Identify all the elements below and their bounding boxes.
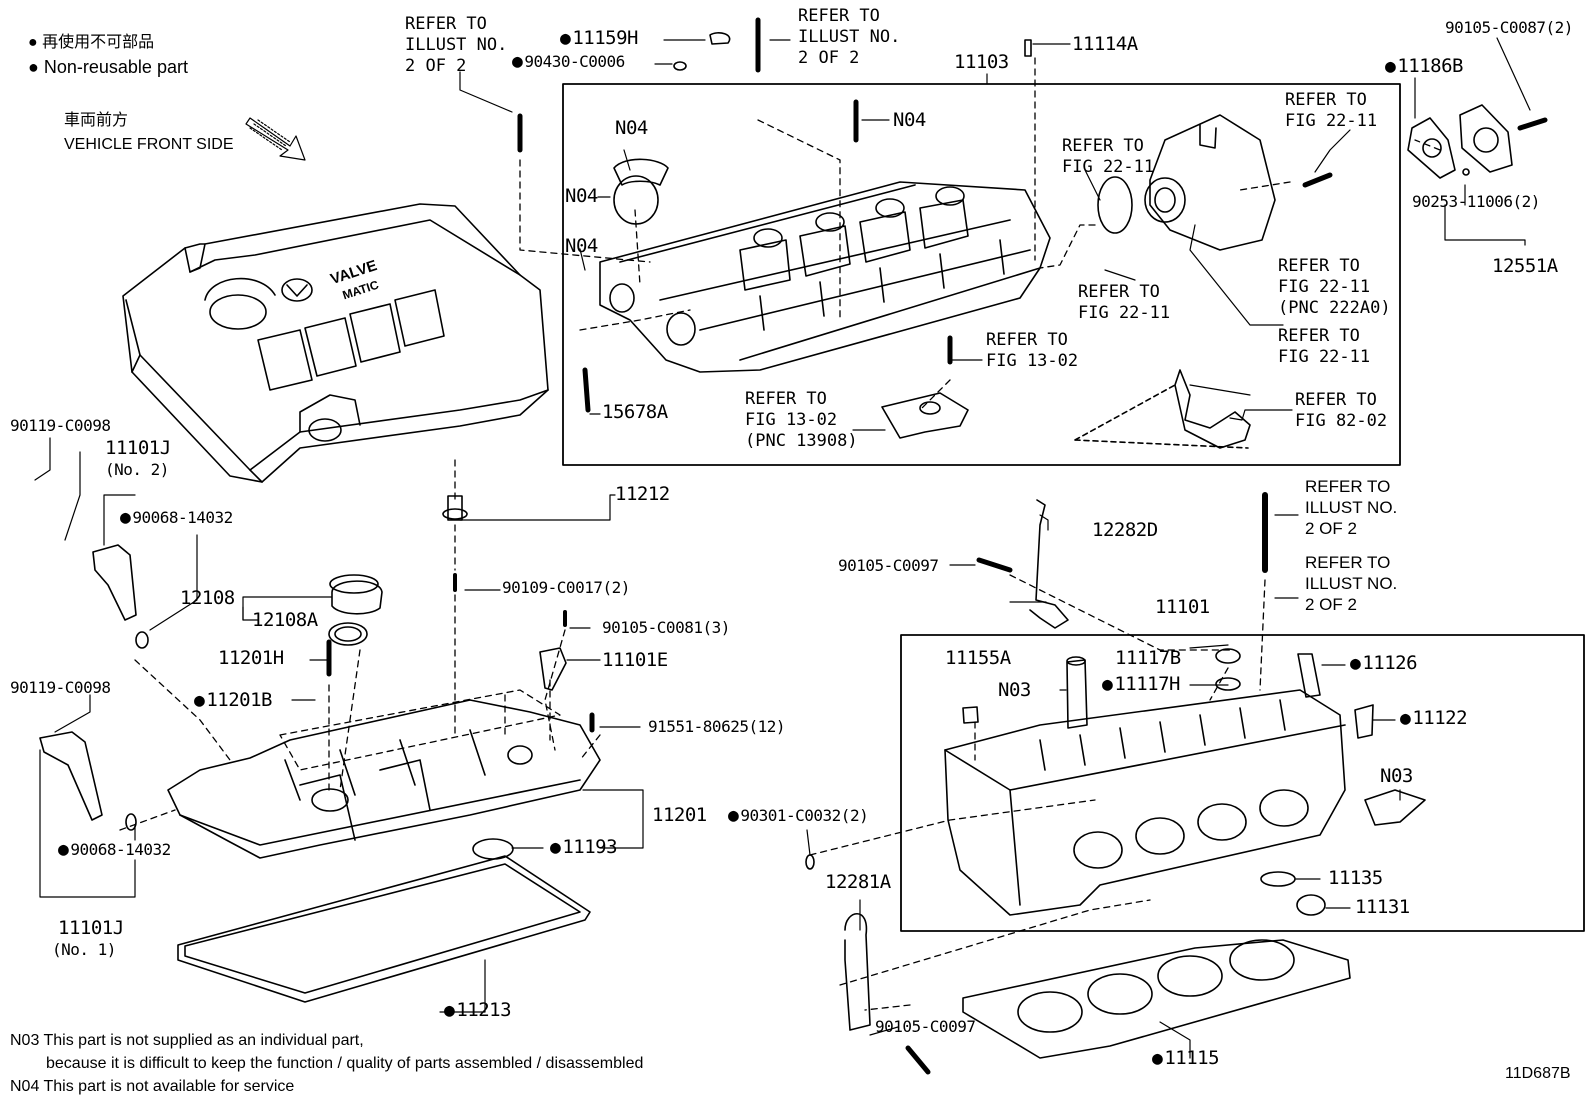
part-11101j-no2[interactable]: 11101J xyxy=(105,437,171,459)
label-no2: (No. 2) xyxy=(105,460,169,479)
oil-control-valve-no1-drawing xyxy=(39,731,103,821)
part-11135[interactable]: 11135 xyxy=(1328,867,1383,889)
part-12551a[interactable]: 12551A xyxy=(1492,255,1558,277)
ref-fig-82-02[interactable]: REFER TO FIG 82-02 xyxy=(1295,390,1388,431)
oil-filler-cap-drawing xyxy=(328,574,383,646)
ref-fig-13-02-a[interactable]: REFER TO FIG 13-02 xyxy=(986,330,1079,371)
ref-fig-13-02-pnc13908[interactable]: REFER TO FIG 13-02 (PNC 13908) xyxy=(745,389,858,451)
part-90119-c0098-a[interactable]: 90119-C0098 xyxy=(10,416,111,435)
legend-jp: ● 再使用不可部品 xyxy=(28,34,155,51)
part-11103[interactable]: 11103 xyxy=(954,51,1009,73)
part-91551-80625[interactable]: 91551-80625(12) xyxy=(648,717,786,736)
part-n03-b[interactable]: N03 xyxy=(1380,765,1413,787)
engine-hanger-12281a-drawing xyxy=(844,913,871,1031)
engine-hanger-12282d-drawing xyxy=(1029,499,1069,629)
part-12108a[interactable]: 12108A xyxy=(252,609,318,631)
part-11131[interactable]: 11131 xyxy=(1355,896,1410,918)
vvt-housing-drawing xyxy=(1097,114,1276,251)
cam-position-sensor-drawing xyxy=(539,647,567,691)
gasket-11186b-drawing xyxy=(1407,117,1456,179)
head-gasket-drawing xyxy=(962,939,1351,1059)
part-n04-c[interactable]: N04 xyxy=(565,235,598,257)
part-90105-c0081[interactable]: 90105-C0081(3) xyxy=(602,618,730,637)
camshaft-housing-frame xyxy=(562,83,1401,466)
part-11212[interactable]: 11212 xyxy=(615,483,670,505)
engine-hanger-bracket-drawing xyxy=(1174,369,1251,449)
part-11201[interactable]: 11201 xyxy=(652,804,707,826)
part-12282d[interactable]: 12282D xyxy=(1092,519,1158,541)
part-11186b[interactable]: 11186B xyxy=(1385,56,1463,77)
part-11101j-no1[interactable]: 11101J xyxy=(58,917,124,939)
part-90068-14032-a[interactable]: 90068-14032 xyxy=(120,508,233,528)
part-90430-c0006[interactable]: 90430-C0006 xyxy=(512,52,625,72)
part-11193[interactable]: 11193 xyxy=(550,837,617,858)
part-n04-d[interactable]: N04 xyxy=(893,109,926,131)
engine-cover-drawing xyxy=(122,203,549,483)
cover-gasket-drawing xyxy=(177,855,591,1003)
part-90105-c0097-a[interactable]: 90105-C0097 xyxy=(838,556,939,575)
part-n03-a[interactable]: N03 xyxy=(998,679,1031,701)
part-90109-c0017[interactable]: 90109-C0017(2) xyxy=(502,578,630,597)
part-n04-b[interactable]: N04 xyxy=(565,185,598,207)
oil-control-valve-no2-drawing xyxy=(92,544,137,621)
note-n04: N04 This part is not available for servi… xyxy=(10,1078,295,1095)
part-90253-11006[interactable]: 90253-11006(2) xyxy=(1412,192,1540,211)
part-11114a[interactable]: 11114A xyxy=(1072,33,1138,55)
part-90301-c0032[interactable]: 90301-C0032(2) xyxy=(728,806,868,826)
ref-illust-2of2-right-1[interactable]: REFER TO ILLUST NO. 2 OF 2 xyxy=(1305,477,1398,538)
cylinder-head-drawing xyxy=(944,689,1346,916)
nonreusable-dot-icon: ● xyxy=(28,34,43,51)
front-arrow-icon xyxy=(245,117,306,161)
part-11101[interactable]: 11101 xyxy=(1155,596,1210,618)
part-90119-c0098-b[interactable]: 90119-C0098 xyxy=(10,678,111,697)
part-11201b[interactable]: 11201B xyxy=(194,690,272,711)
ref-fig-22-11-c[interactable]: REFER TO FIG 22-11 xyxy=(1078,282,1171,323)
note-n03-line2: because it is difficult to keep the func… xyxy=(46,1055,644,1072)
ref-illust-2of2-top[interactable]: REFER TO ILLUST NO. 2 OF 2 xyxy=(798,6,901,68)
note-n03-line1: N03 This part is not supplied as an indi… xyxy=(10,1032,364,1049)
part-11201h[interactable]: 11201H xyxy=(218,647,284,669)
label-no1: (No. 1) xyxy=(52,940,116,959)
part-90105-c0087[interactable]: 90105-C0087(2) xyxy=(1445,18,1573,37)
ref-fig-22-11-b[interactable]: REFER TO FIG 22-11 xyxy=(1062,136,1155,177)
part-11126[interactable]: 11126 xyxy=(1350,653,1417,674)
part-12108[interactable]: 12108 xyxy=(180,587,235,609)
front-side-en: VEHICLE FRONT SIDE xyxy=(64,136,234,153)
part-11117b[interactable]: 11117B xyxy=(1115,647,1181,669)
part-12281a[interactable]: 12281A xyxy=(825,871,891,893)
part-n04-a[interactable]: N04 xyxy=(615,117,648,139)
part-11213[interactable]: 11213 xyxy=(444,1000,511,1021)
bracket-pnc13908-drawing xyxy=(881,392,969,439)
ref-illust-2of2-left[interactable]: REFER TO ILLUST NO. 2 OF 2 xyxy=(405,14,508,76)
part-15678a[interactable]: 15678A xyxy=(602,401,668,423)
cylinder-head-frame xyxy=(900,634,1585,932)
cylinder-head-cover-drawing xyxy=(167,699,601,859)
ref-fig-22-11-pnc222a0[interactable]: REFER TO FIG 22-11 (PNC 222A0) xyxy=(1278,256,1391,318)
flange-12551a-drawing xyxy=(1459,104,1513,173)
part-90068-14032-b[interactable]: 90068-14032 xyxy=(58,840,171,860)
part-11159h[interactable]: 11159H xyxy=(560,28,638,49)
diagram-id: 11D687B xyxy=(1505,1065,1571,1082)
part-11117h[interactable]: 11117H xyxy=(1102,674,1180,695)
part-90105-c0097-b[interactable]: 90105-C0097 xyxy=(875,1017,976,1036)
part-11101e[interactable]: 11101E xyxy=(602,649,668,671)
legend-en: ● Non-reusable part xyxy=(28,57,188,77)
front-side-jp: 車両前方 xyxy=(64,112,129,129)
assembly-guide-lines xyxy=(119,57,1441,1011)
nonreusable-dot-icon: ● xyxy=(28,57,44,77)
leader-lines xyxy=(34,37,1531,1059)
part-11115[interactable]: 11115 xyxy=(1152,1048,1219,1069)
ref-illust-2of2-right-2[interactable]: REFER TO ILLUST NO. 2 OF 2 xyxy=(1305,553,1398,614)
ref-fig-22-11-a[interactable]: REFER TO FIG 22-11 xyxy=(1285,90,1378,131)
part-11122[interactable]: 11122 xyxy=(1400,708,1467,729)
ref-fig-22-11-e[interactable]: REFER TO FIG 22-11 xyxy=(1278,326,1371,367)
camshaft-housing-drawing xyxy=(599,181,1051,373)
part-11155a[interactable]: 11155A xyxy=(945,647,1011,669)
